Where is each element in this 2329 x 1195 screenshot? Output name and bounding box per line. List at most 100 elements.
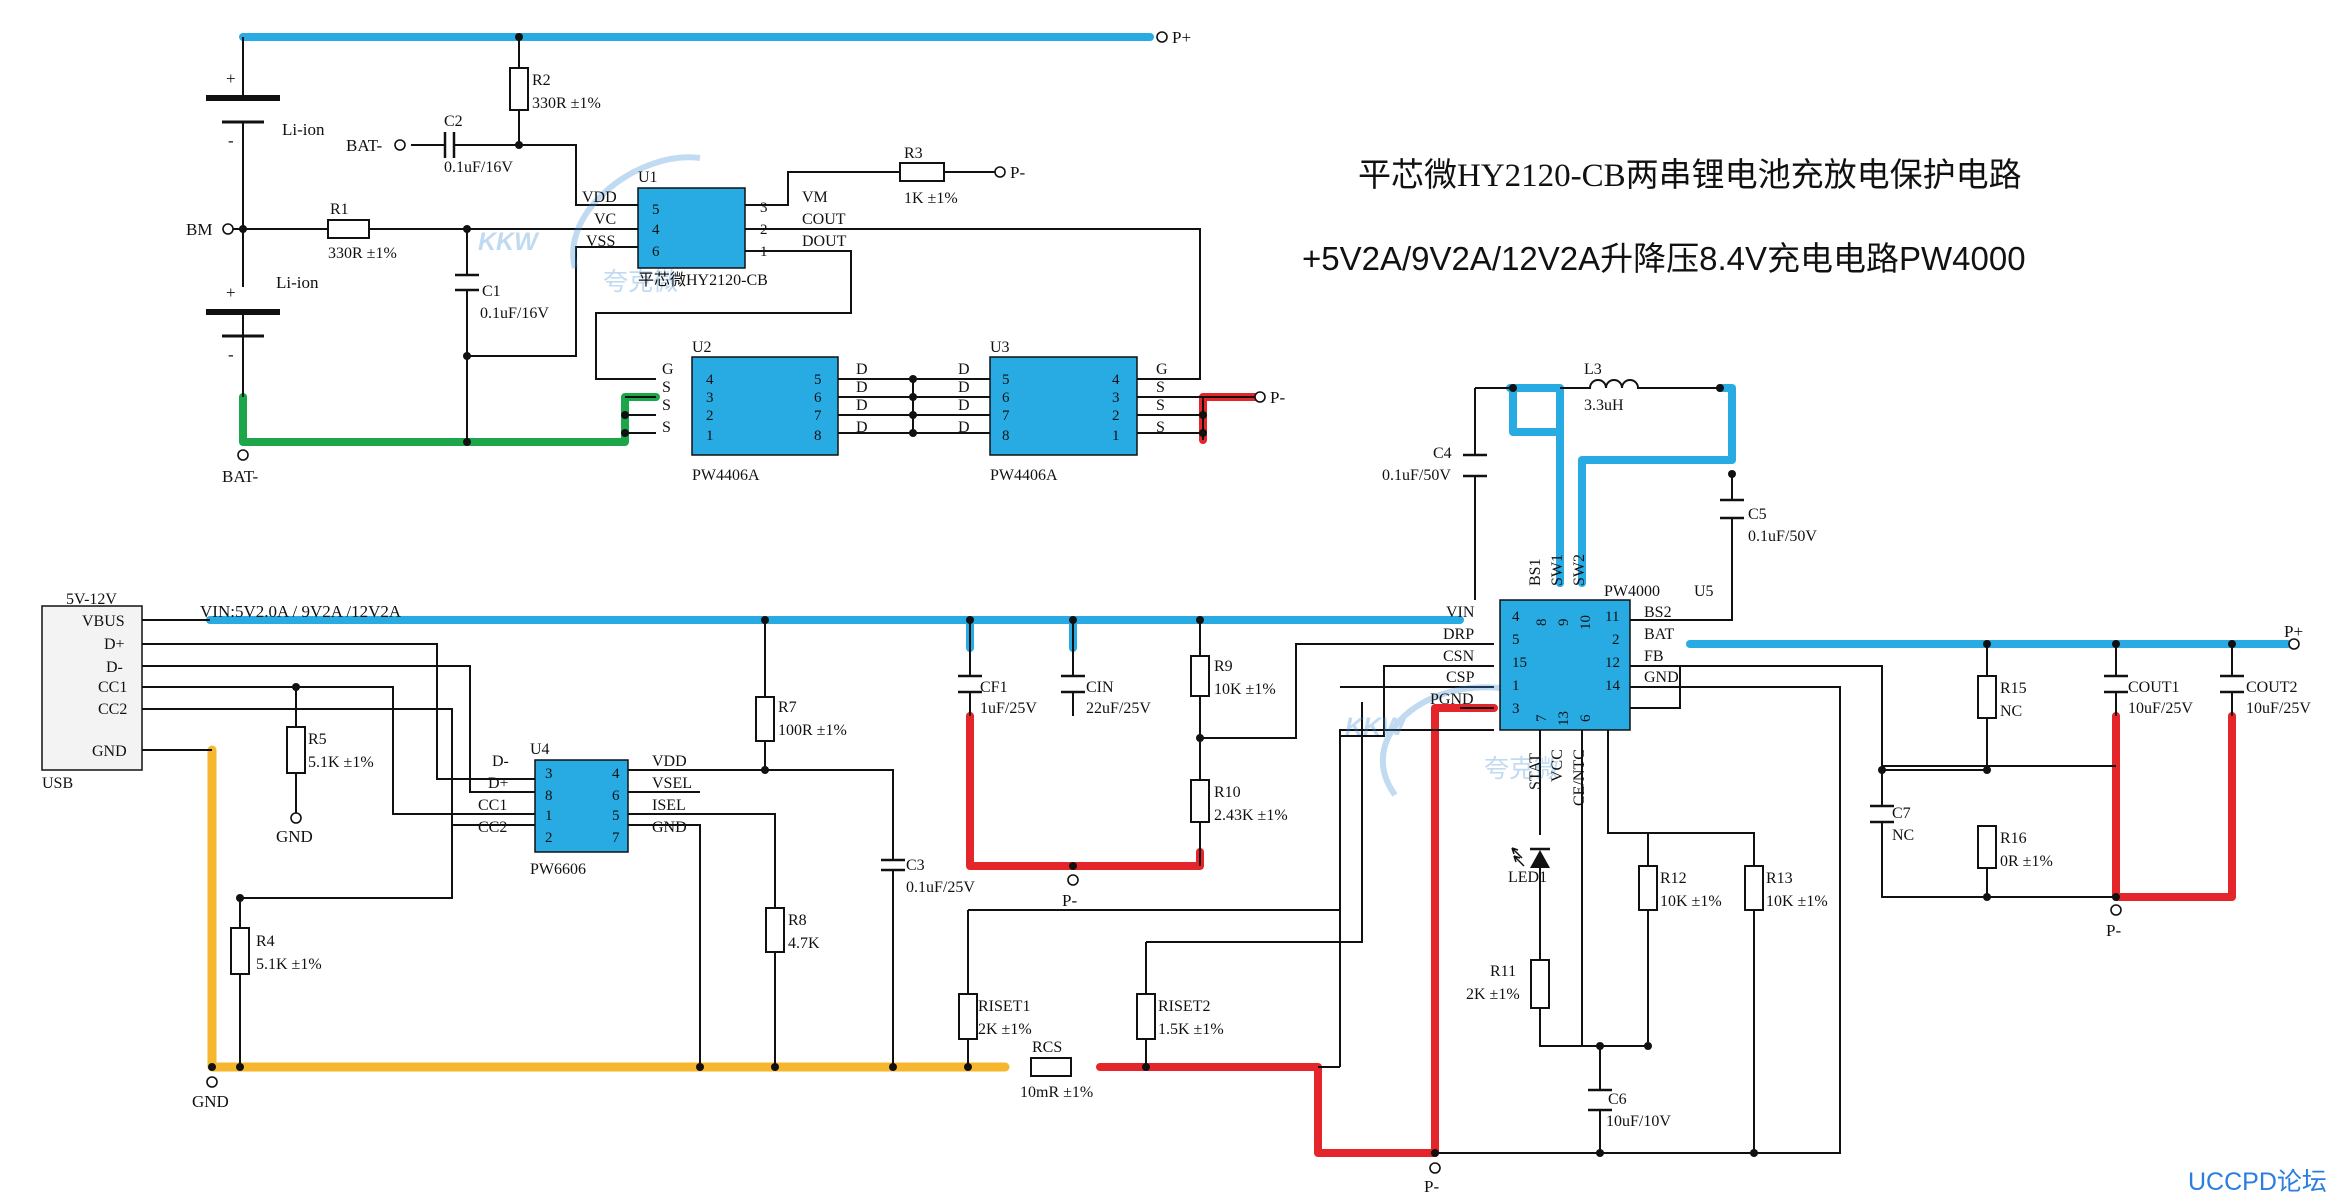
u3-pin-4: 4 (1112, 372, 1120, 388)
c2-ref: C2 (444, 113, 463, 130)
u1-pin-vss: VSS (586, 233, 615, 250)
r1-value: 330R ±1% (328, 245, 397, 262)
resistor-riset2 (1136, 993, 1156, 1040)
u2-ref: U2 (692, 339, 712, 356)
riset1-value: 2K ±1% (978, 1021, 1032, 1038)
u5-pin-sw1: SW1 (1549, 554, 1566, 586)
battery-top: + - Li-ion (206, 69, 325, 150)
usb-pin-gnd: GND (92, 743, 127, 760)
net-gnd-r5: GND (276, 827, 313, 846)
cout2-ref: COUT2 (2246, 679, 2298, 696)
u2-pin-2: 2 (706, 408, 714, 424)
u3-pin-d6: D (958, 379, 970, 396)
ic-u2: U2 PW4406A G S S S 4 3 2 1 5 6 7 8 D D D… (662, 339, 868, 484)
r5-value: 5.1K ±1% (308, 754, 374, 771)
u5-pin-bs1: BS1 (1527, 558, 1544, 586)
u2-pin-s1: S (662, 419, 671, 436)
kkw-logo-text-2: KKW (1345, 713, 1407, 741)
usb-pin-dminus: D- (106, 659, 123, 676)
u4-pin-3: 3 (545, 766, 553, 782)
l3-value: 3.3uH (1584, 397, 1624, 414)
u5-pin-pgnd: PGND (1430, 691, 1474, 708)
u5-pin-8: 8 (1534, 619, 1550, 627)
u1-pin-cout: COUT (802, 211, 846, 228)
battery-top-plus: + (226, 69, 236, 88)
u5-pin-12: 12 (1605, 655, 1620, 671)
c4-ref: C4 (1433, 445, 1452, 462)
r1-ref: R1 (330, 201, 349, 218)
net-p-minus-bottom: P- (1424, 1177, 1439, 1195)
sw2-l3-trace (1578, 384, 1736, 587)
r2-value: 330R ±1% (532, 95, 601, 112)
inductor-l3: L3 3.3uH (1582, 361, 1643, 414)
u4-pin-5: 5 (612, 808, 620, 824)
u2-pin-7: 7 (814, 408, 822, 424)
net-terminals: P+ P- P- BAT- BM BAT- P+ P- P- P- GND GN… (186, 28, 2303, 1195)
r4-ref: R4 (256, 933, 275, 950)
resistor-r5 (286, 726, 306, 774)
resistor-r11 (1530, 959, 1550, 1009)
u5-pin-7: 7 (1534, 714, 1550, 722)
u3-pin-2: 2 (1112, 408, 1120, 424)
u4-pin-2: 2 (545, 830, 553, 846)
r3-value: 1K ±1% (904, 190, 958, 207)
u5-pin-14: 14 (1605, 678, 1621, 694)
resistor-r8 (765, 907, 785, 953)
p-minus-u3-trace (1199, 393, 1259, 444)
cf1-ref: CF1 (980, 679, 1008, 696)
u4-pin-cc1: CC1 (478, 797, 507, 814)
r16-value: 0R ±1% (2000, 853, 2053, 870)
net-p-minus-u3: P- (1270, 388, 1285, 407)
r15-ref: R15 (2000, 680, 2027, 697)
usb-pin-cc1: CC1 (98, 679, 127, 696)
u5-pin-fb: FB (1644, 648, 1664, 665)
u3-pin-7: 7 (1002, 408, 1010, 424)
r16-ref: R16 (2000, 830, 2027, 847)
forum-watermark: UCCPD论坛 (2188, 1168, 2327, 1195)
u2-pin-g: G (662, 361, 674, 378)
u4-pin-8: 8 (545, 788, 553, 804)
u3-pin-8: 8 (1002, 428, 1010, 444)
net-p-plus-right: P+ (2284, 622, 2303, 641)
net-p-plus-top: P+ (1172, 28, 1191, 47)
ic-u4: U4 PW6606 D- D+ CC1 CC2 3 8 1 2 4 6 5 7 … (477, 741, 692, 878)
u1-pin-5: 5 (652, 202, 660, 218)
u4-pin-vdd: VDD (652, 753, 687, 770)
title-line-2: +5V2A/9V2A/12V2A升降压8.4V充电电路PW4000 (1302, 240, 2026, 277)
u4-pin-dminus: D- (492, 753, 509, 770)
resistor-r7 (755, 696, 775, 742)
u5-pin-csp: CSP (1446, 669, 1475, 686)
u2-pin-5: 5 (814, 372, 822, 388)
u2-part: PW4406A (692, 467, 760, 484)
u1-pin-vc: VC (594, 211, 616, 228)
u3-pin-d7: D (958, 397, 970, 414)
usb-pin-cc2: CC2 (98, 701, 127, 718)
kkw-logo-sub-2: 夸克微 (1484, 755, 1559, 783)
u5-pin-stat: STAT (1527, 753, 1544, 790)
ic-u5: PW4000 U5 VIN DRP CSN CSP PGND 4 5 15 1 … (1430, 554, 1714, 806)
r11-ref: R11 (1490, 963, 1516, 980)
net-vin-label: VIN:5V2.0A / 9V2A /12V2A (200, 602, 402, 621)
resistor-r3 (899, 162, 945, 182)
u4-pin-1: 1 (545, 808, 553, 824)
u3-pin-s1: S (1156, 419, 1165, 436)
c6-ref: C6 (1608, 1091, 1627, 1108)
u4-pin-4: 4 (612, 766, 620, 782)
u5-pin-ce-ntc: CE/NTC (1571, 749, 1588, 806)
highlight-traces (206, 33, 2292, 1157)
c1-ref: C1 (482, 283, 501, 300)
resistor-r2 (509, 67, 529, 111)
net-p-minus-u1: P- (1010, 163, 1025, 182)
u2-pin-4: 4 (706, 372, 714, 388)
u2-pin-d6: D (856, 379, 868, 396)
r12-value: 10K ±1% (1660, 893, 1722, 910)
net-bat-minus-in: BAT- (346, 136, 383, 155)
r10-value: 2.43K ±1% (1214, 807, 1288, 824)
u3-part: PW4406A (990, 467, 1058, 484)
u3-pin-6: 6 (1002, 390, 1010, 406)
u5-pin-15: 15 (1512, 655, 1527, 671)
u5-pin-2: 2 (1612, 632, 1620, 648)
u5-pin-9: 9 (1556, 619, 1572, 627)
cout-gnd-trace (2112, 712, 2236, 901)
u4-pin-6: 6 (612, 788, 620, 804)
